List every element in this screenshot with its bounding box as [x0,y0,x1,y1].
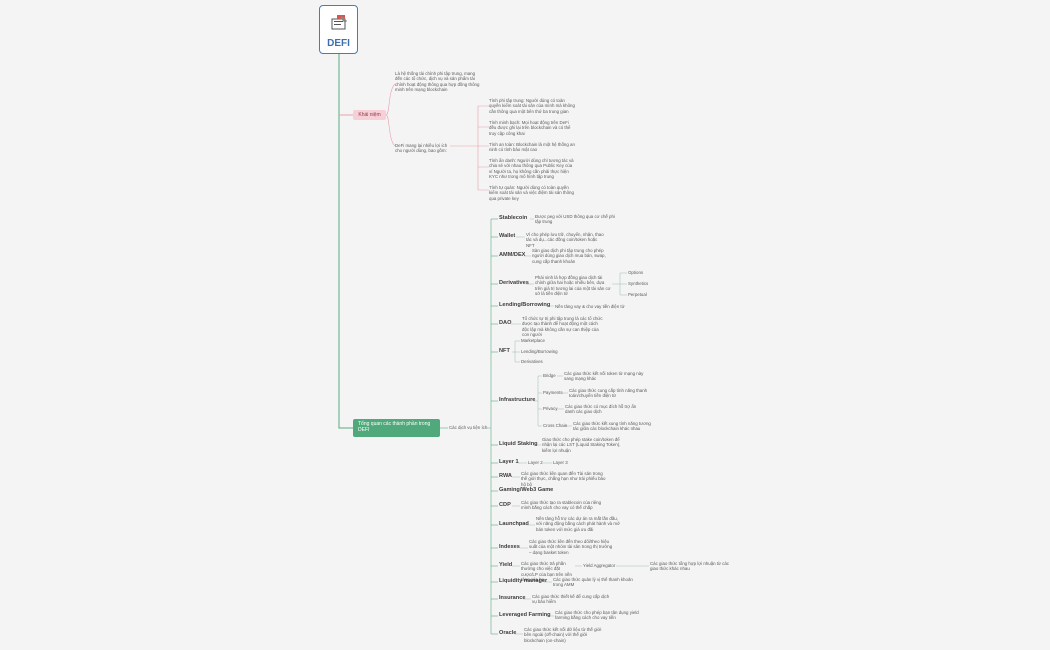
derivatives-child: Synthetics [628,281,649,286]
component-desc: Các giao thức kết nối dữ liệu từ thế giớ… [524,627,602,643]
component-indexes[interactable]: Indexes [499,544,520,550]
nft-child: Marketplace [521,338,545,343]
infra-child-desc: Các giao thức kết nối token từ mạng này … [564,371,644,382]
derivatives-child: Options [628,270,644,275]
benefit-item: Tính phi tập trung: Người dùng có toàn q… [489,98,575,114]
layer-child: Layer 2 [528,460,543,465]
layer-child: Layer 3 [553,460,568,465]
component-desc: Các giao thức tạo ra stablecoin của riên… [521,500,602,511]
component-oracle[interactable]: Oracle [499,630,517,636]
document-edit-icon [331,15,347,30]
component-cdp[interactable]: CDP [499,502,511,508]
benefit-item: Tính an toàn: Blockchain là một hệ thống… [489,142,575,153]
component-stablecoin[interactable]: Stablecoin [499,215,528,221]
component-desc: Nền tảng hỗ trợ các dự án ra mắt lần đầu… [536,516,620,532]
component-desc: Được peg với USD thông qua cơ chế phi tậ… [535,214,615,225]
khai-niem-desc-1: Là hệ thống tài chính phi tập trung, man… [395,71,480,93]
component-yield[interactable]: Yield [499,562,513,568]
derivatives-child: Perpetual [628,292,647,297]
infra-child: Privacy [543,406,558,411]
benefit-item: Tính ẩn danh: Người dùng chỉ tương tác v… [489,158,574,180]
component-leveraged-farming[interactable]: Leveraged Farming [499,612,551,618]
infra-child-desc: Các giao thức kết xung tính năng tương t… [573,421,651,432]
root-node[interactable]: DEFI [319,5,358,54]
component-desc: Các giao thức quản lý vị thế thanh khoản… [553,577,633,588]
root-title: DEFI [327,38,350,49]
component-liquid-staking[interactable]: Liquid Staking [499,441,538,447]
infra-child-desc: Các giao thức cung cấp tính năng thanh t… [569,388,648,399]
component-derivatives[interactable]: Derivatives [499,280,529,286]
node-khai-niem[interactable]: Khái niệm [353,110,386,120]
benefit-item: Tính minh bạch: Mọi hoạt động trên DeFi … [489,120,571,136]
component-gaming[interactable]: Gaming/Web3 Game [499,487,554,493]
component-desc: Các giao thức trả phần thưởng cho việc đ… [521,561,572,583]
component-desc: Giao thức cho phép stake coin/token để n… [542,437,621,453]
yield-aggregator: Yield Aggregator [583,563,616,568]
component-liquidity-manager[interactable]: Liquidity manager [499,578,548,584]
component-insurance[interactable]: Insurance [499,595,526,601]
infra-child-desc: Các giao thức có mục đích hỗ trợ ẩn danh… [565,404,637,415]
component-desc: Sàn giao dịch phi tập trung cho phép ngư… [532,248,606,264]
component-dao[interactable]: DAO [499,320,512,326]
component-desc: Nền tảng vay & cho vay tiền điện tử [555,304,625,309]
infra-child: Payments [543,390,563,395]
component-amm-dex[interactable]: AMM/DEX [499,252,526,258]
component-desc: Phái sinh là hợp đồng giao dịch tài chín… [535,275,611,297]
infra-child: Bridge [543,373,556,378]
yield-aggregator-desc: Các giao thức tổng hợp lợi nhuận từ các … [650,561,730,572]
component-desc: Các giao thức cho phép bạn tận dụng yiel… [555,610,639,621]
component-layer-1[interactable]: Layer 1 [499,459,519,465]
node-tong-quan[interactable]: Tổng quan các thành phần trong DEFI [353,419,440,437]
nft-child: Lending/Borrowing [521,349,558,354]
component-desc: Các giao thức liên quan đến Tài sản tron… [521,471,606,487]
component-desc: Ví cho phép lưu trữ, chuyển, nhận, thao … [526,232,604,248]
component-desc: Tổ chức tự trị phi tập trung là các tổ c… [522,316,603,338]
benefit-item: Tính tự quản: Người dùng có toàn quyền k… [489,185,574,201]
component-infrastructure[interactable]: Infrastructure [499,397,536,403]
component-launchpad[interactable]: Launchpad [499,521,529,527]
khai-niem-desc-2: DeFi mang lại nhiều lợi ích cho người dù… [395,143,448,154]
component-desc: Các giao thức liên đến theo dõi/theo hiệ… [529,539,613,555]
component-rwa[interactable]: RWA [499,473,512,479]
infra-child: Cross Chain [543,423,568,428]
component-nft[interactable]: NFT [499,348,510,354]
component-desc: Các giao thức thiết kế để cung cấp dịch … [532,594,610,605]
nft-child: Derivatives [521,359,543,364]
connector-label: Các dịch vụ tiện ích [449,425,488,430]
component-wallet[interactable]: Wallet [499,233,516,239]
component-lending-borrowing[interactable]: Lending/Borrowing [499,302,551,308]
